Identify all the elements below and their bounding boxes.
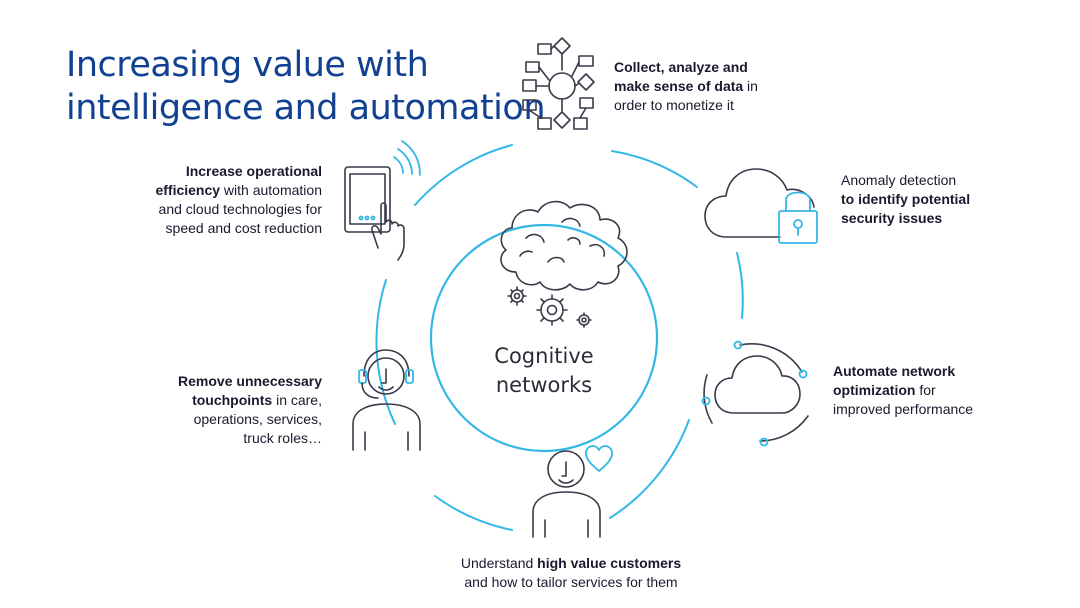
gear-icon-large [536,294,568,326]
caption-high-value-customers-bold-1: high value customers [537,555,682,571]
caption-operational-efficiency-bold-2: efficiency [155,182,221,198]
cloud-cycle-icon [701,340,809,447]
person-heart-icon [532,445,613,538]
caption-collect-data-bold-1: Collect, analyze and [614,59,748,75]
gear-icon-small-right [576,312,592,328]
page-title: Increasing value with intelligence and a… [66,44,546,130]
caption-remove-touchpoints-text-3: operations, services, [193,411,322,427]
tablet-touch-icon [344,140,421,261]
inner-ring [429,223,659,453]
caption-collect-data-bold-2: make sense of data [614,78,744,94]
caption-network-optimization-bold-2: optimization [833,382,916,398]
caption-remove-touchpoints-text-2: in care, [272,392,322,408]
outer-ring-arc-left [375,279,396,425]
center-label: Cognitive networks [474,342,614,400]
outer-ring-arc-bottom-left [434,495,513,531]
gear-icon-small-left [507,286,527,306]
caption-anomaly-detection-bold-3: security issues [841,210,943,226]
outer-ring-arc-bottom-right [609,419,690,519]
caption-remove-touchpoints-text-4: truck roles… [243,430,322,446]
title-line-2: intelligence and automation [66,88,546,128]
caption-high-value-customers-text-1: Understand [460,555,538,571]
outer-ring-arc-right [736,252,744,319]
caption-collect-data-text-3: order to monetize it [614,97,734,113]
outer-ring-arc-top-left [414,144,513,206]
caption-high-value-customers-text-2: and how to tailor services for them [464,574,678,590]
caption-collect-data: Collect, analyze and make sense of data … [614,58,814,115]
caption-anomaly-detection-bold-2: to identify potential [841,191,971,207]
center-label-line-2: networks [495,373,593,397]
flowchart-icon [522,37,595,130]
caption-network-optimization-text-3: improved performance [833,401,974,417]
caption-remove-touchpoints-bold-2: touchpoints [192,392,273,408]
caption-anomaly-detection-text-1: Anomaly detection [841,172,957,188]
caption-network-optimization: Automate network optimization for improv… [833,362,1043,419]
caption-operational-efficiency: Increase operational efficiency with aut… [100,162,322,238]
cloud-lock-icon [704,168,818,244]
caption-remove-touchpoints: Remove unnecessary touchpoints in care, … [122,372,322,448]
caption-network-optimization-text-2: for [915,382,936,398]
center-label-line-1: Cognitive [494,344,594,368]
caption-high-value-customers: Understand high value customers and how … [421,554,721,592]
caption-operational-efficiency-text-4: speed and cost reduction [165,220,322,236]
caption-anomaly-detection: Anomaly detection to identify potential … [841,171,1051,228]
caption-operational-efficiency-text-2: with automation [220,182,322,198]
outer-ring [375,144,744,531]
headset-agent-icon [352,349,421,451]
caption-network-optimization-bold-1: Automate network [833,363,956,379]
title-line-1: Increasing value with [66,45,429,85]
brain-cloud-gears-icon [500,200,628,328]
caption-collect-data-text-2: in [743,78,758,94]
caption-operational-efficiency-text-3: and cloud technologies for [158,201,322,217]
caption-remove-touchpoints-bold-1: Remove unnecessary [178,373,322,389]
caption-operational-efficiency-bold-1: Increase operational [185,163,322,179]
outer-ring-arc-top-right [611,150,698,188]
